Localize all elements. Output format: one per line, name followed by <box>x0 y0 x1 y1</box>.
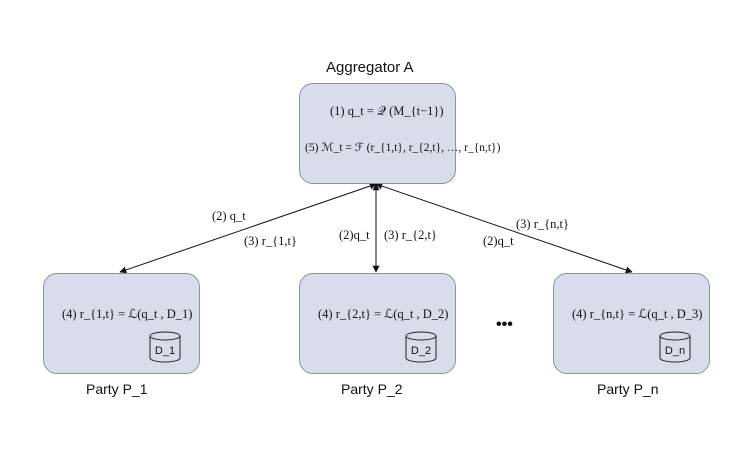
party-n-db-label: D_n <box>664 345 686 357</box>
database-icon <box>659 331 691 363</box>
aggregator-title: Aggregator A <box>326 59 414 76</box>
party-1-db-label: D_1 <box>154 345 176 357</box>
formula-text: (5) ℳ_t = ℱ (r_{1,t}, r_{2,t}, …, r_{n,t… <box>305 142 501 154</box>
party-1-formula: (4) r_{1,t} = ℒ(q_t , D_1) <box>62 307 193 321</box>
edge-label-mid-response: (3) r_{2,t} <box>384 228 437 242</box>
party-n-box <box>553 273 710 374</box>
edge-label-left-query: (2) q_t <box>212 209 246 223</box>
party-1-label: Party P_1 <box>86 381 148 397</box>
aggregator-formula-update: (5) ℳ_t = ℱ (r_{1,t}, r_{2,t}, …, r_{n,t… <box>305 140 500 154</box>
edge-label-left-response: (3) r_{1,t} <box>244 234 297 248</box>
party-2-formula: (4) r_{2,t} = ℒ(q_t , D_2) <box>318 307 449 321</box>
aggregator-formula-query: (1) q_t = 𝒬 (M_{t−1}) <box>330 104 444 119</box>
formula-text: (1) q_t = 𝒬 (M_{t−1}) <box>330 104 444 118</box>
edge-label-right-response: (3) r_{n,t} <box>516 217 569 231</box>
party-2-label: Party P_2 <box>341 381 403 397</box>
aggregator-box <box>299 83 456 184</box>
edge-label-mid-query: (2)q_t <box>339 228 370 242</box>
database-icon <box>405 331 437 363</box>
party-n-formula: (4) r_{n,t} = ℒ(q_t , D_3) <box>572 307 703 321</box>
party-n-label: Party P_n <box>597 381 659 397</box>
database-icon <box>149 331 181 363</box>
ellipsis: ••• <box>496 316 513 333</box>
edge-left <box>119 182 377 274</box>
edge-right <box>375 182 633 274</box>
party-2-db-label: D_2 <box>410 345 432 357</box>
edge-label-right-query: (2)q_t <box>483 234 514 248</box>
